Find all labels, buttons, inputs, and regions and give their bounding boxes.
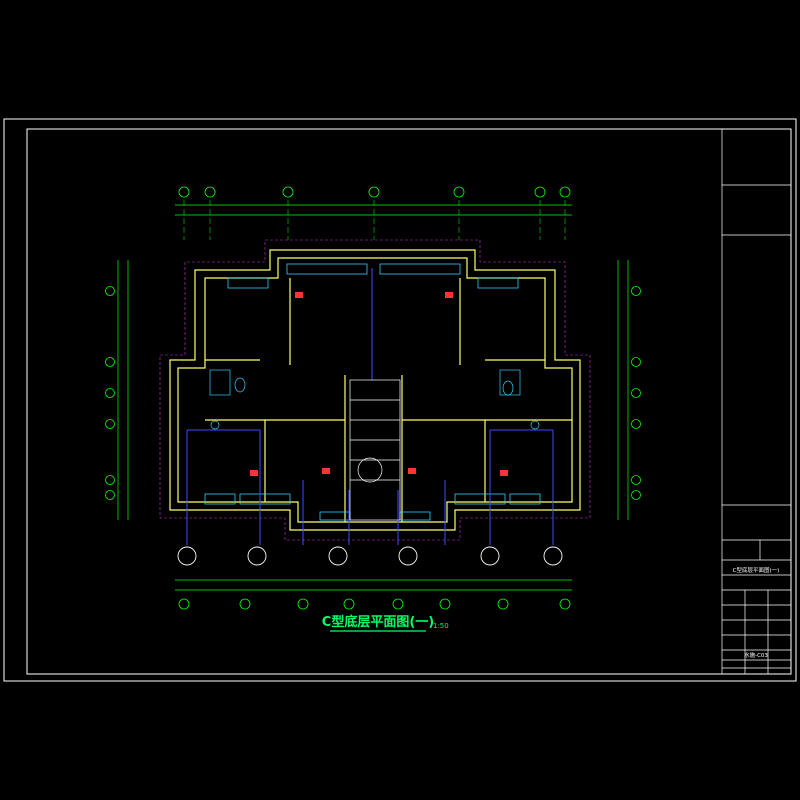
- title-block-drawing-no: 水施-C03: [744, 651, 768, 659]
- axis-bubble: [297, 598, 309, 610]
- plumbing-pipes: [186, 268, 554, 545]
- axis-bubble: [282, 186, 294, 198]
- axis-bubble: [392, 598, 404, 610]
- axis-bubble: [534, 186, 546, 198]
- axis-bubble: [439, 598, 451, 610]
- bottom-axis-bubbles: [178, 598, 571, 610]
- building-outline-dashed: [159, 239, 591, 541]
- axis-bubble: [178, 598, 190, 610]
- axis-bubble: [497, 598, 509, 610]
- axis-bubble: [453, 186, 465, 198]
- fixtures: [209, 369, 540, 430]
- axis-bubble: [239, 598, 251, 610]
- stair-core: [349, 379, 401, 521]
- outer-frame: [3, 118, 797, 682]
- title-block-drawing-name: C型底层平面图(一): [733, 566, 780, 574]
- windows: [204, 263, 541, 521]
- top-axis-bubbles: [178, 186, 571, 198]
- drawing-title: C型底层平面图(一): [322, 614, 434, 630]
- axis-bubble: [343, 598, 355, 610]
- walls: [169, 249, 581, 531]
- axis-bubble: [559, 598, 571, 610]
- side-axis-bubbles: [105, 286, 641, 500]
- annotation-tags: [250, 292, 508, 476]
- axis-lines: [183, 200, 566, 240]
- axis-bubble: [178, 186, 190, 198]
- riser-circles: [177, 546, 563, 566]
- axis-bubble: [559, 186, 571, 198]
- axis-bubble: [368, 186, 380, 198]
- dimension-lines: [117, 204, 629, 591]
- drawing-scale: 1:50: [433, 622, 449, 630]
- title-block: [721, 129, 791, 674]
- axis-bubble: [204, 186, 216, 198]
- inner-frame: [26, 128, 792, 675]
